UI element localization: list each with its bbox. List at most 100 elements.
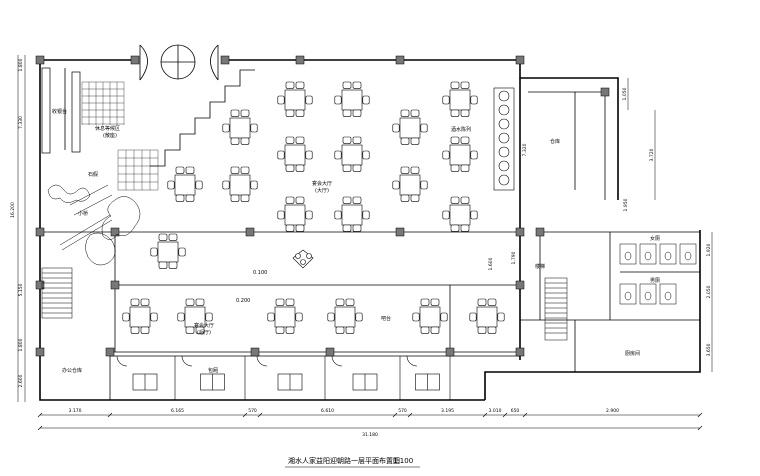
private-room xyxy=(116,355,176,400)
chair xyxy=(342,81,352,89)
door-swing xyxy=(181,355,193,367)
chair xyxy=(362,95,370,105)
rockery-garden xyxy=(47,184,141,266)
chair xyxy=(305,210,313,220)
chair xyxy=(470,210,478,220)
label-toilet-f: 女厕 xyxy=(650,235,660,242)
chair xyxy=(185,194,195,202)
chair xyxy=(150,247,158,257)
label-rockery: 石假 xyxy=(88,171,98,178)
chair xyxy=(185,166,195,174)
chair xyxy=(185,298,195,306)
table xyxy=(419,306,441,328)
table xyxy=(341,204,363,226)
label-toilet-m: 男厕 xyxy=(650,278,660,284)
table xyxy=(399,117,421,139)
chair xyxy=(277,210,285,220)
table-set xyxy=(469,298,505,334)
dimension-value: 7.330 xyxy=(18,116,24,129)
chair xyxy=(277,150,285,160)
private-rooms xyxy=(116,355,451,400)
door-swing xyxy=(256,355,268,367)
label-warehouse: 仓库 xyxy=(550,138,560,145)
chair xyxy=(410,137,420,145)
label-main-hall: 宴会大厅 xyxy=(312,180,332,187)
chair xyxy=(400,137,410,145)
table-set xyxy=(334,136,370,172)
tick xyxy=(257,412,263,418)
chair xyxy=(130,298,140,306)
chair xyxy=(352,164,362,172)
chair xyxy=(230,109,240,117)
chair xyxy=(345,326,355,334)
toilet-bowl xyxy=(644,251,652,261)
dimension-value: 16.200 xyxy=(10,202,16,218)
chair xyxy=(335,298,345,306)
label-private: 包厢 xyxy=(208,367,218,374)
chair xyxy=(334,95,342,105)
chair xyxy=(130,326,140,334)
table xyxy=(157,241,179,263)
chair xyxy=(305,95,313,105)
table xyxy=(334,306,356,328)
tick xyxy=(107,412,113,418)
label-waiting: 休息等候区 xyxy=(95,125,120,132)
wine-rack xyxy=(498,174,510,186)
chair xyxy=(285,164,295,172)
chair xyxy=(342,136,352,144)
chair xyxy=(277,95,285,105)
chair xyxy=(410,166,420,174)
chair xyxy=(442,95,450,105)
tick xyxy=(697,425,703,431)
tick xyxy=(37,425,43,431)
dimension-value: 7.320 xyxy=(522,143,528,156)
chair xyxy=(305,150,313,160)
dining-tables xyxy=(122,81,505,334)
chair xyxy=(140,326,150,334)
toilet-stall xyxy=(639,243,657,265)
chair xyxy=(285,298,295,306)
table-set xyxy=(222,109,258,145)
table xyxy=(174,174,196,196)
dimension-value: 2.050 xyxy=(706,285,712,298)
chair xyxy=(205,312,213,322)
chair xyxy=(285,224,295,232)
chair xyxy=(230,137,240,145)
door-swing xyxy=(406,355,418,367)
label-office: 办公仓库 xyxy=(62,367,82,374)
interior-walls xyxy=(40,91,700,400)
chair xyxy=(352,136,362,144)
chair xyxy=(275,298,285,306)
stall xyxy=(639,283,657,305)
chair xyxy=(352,109,362,117)
chair xyxy=(497,312,505,322)
toilet-bowl xyxy=(644,291,652,301)
chair xyxy=(327,312,335,322)
column xyxy=(445,347,455,357)
table xyxy=(184,306,206,328)
chair xyxy=(185,326,195,334)
chair xyxy=(275,326,285,334)
table-set xyxy=(327,298,363,334)
chair xyxy=(342,224,352,232)
chair xyxy=(477,326,487,334)
chair xyxy=(342,109,352,117)
chair xyxy=(334,150,342,160)
dimension-value: 1.920 xyxy=(706,243,712,256)
chair xyxy=(450,196,460,204)
tick xyxy=(242,412,248,418)
chair xyxy=(295,196,305,204)
label-main-hall-sub: (大厅) xyxy=(315,187,329,194)
toilet-bowl xyxy=(624,251,632,261)
table-set xyxy=(150,233,186,269)
chair xyxy=(450,164,460,172)
chair xyxy=(355,312,363,322)
private-room xyxy=(256,355,326,400)
dimension-value: 650 xyxy=(511,408,520,414)
chair xyxy=(460,81,470,89)
column xyxy=(515,280,525,290)
chair xyxy=(178,247,186,257)
chair xyxy=(195,298,205,306)
